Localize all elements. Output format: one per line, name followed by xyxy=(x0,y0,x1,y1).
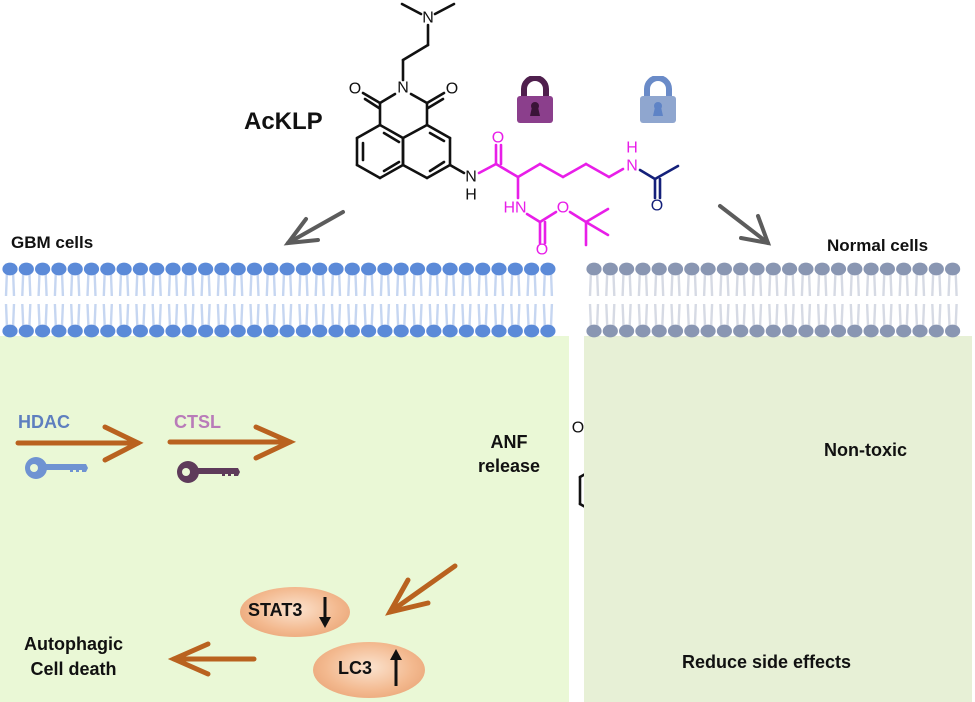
lipid xyxy=(684,263,699,338)
release-label: release xyxy=(478,454,540,478)
lipid xyxy=(798,263,813,338)
atom-label: H xyxy=(626,140,638,157)
lipid xyxy=(912,263,927,338)
autophagic-label: Autophagic xyxy=(24,632,123,657)
lipid xyxy=(929,263,944,338)
lipid xyxy=(701,263,716,338)
anf-release-label: ANF release xyxy=(478,430,540,478)
anf-label: ANF xyxy=(478,430,540,454)
ctsl-arrow xyxy=(170,427,290,458)
lipid xyxy=(668,263,683,338)
atom-label: N xyxy=(626,158,638,175)
arrow-to-normal-cells xyxy=(720,206,768,243)
lc3-label: LC3 xyxy=(338,658,372,679)
lipid xyxy=(815,263,830,338)
key-icon xyxy=(176,458,242,486)
lipid xyxy=(603,263,618,338)
normal-cell-membrane xyxy=(584,260,975,340)
lipid xyxy=(635,263,650,338)
arrow-to-cell-death xyxy=(174,644,254,674)
padlock-icon xyxy=(638,76,678,126)
lipid xyxy=(864,263,879,338)
lipid xyxy=(749,263,764,338)
non-toxic-label: Non-toxic xyxy=(824,440,907,461)
normal-cell-interior xyxy=(584,336,972,702)
lipid xyxy=(847,263,862,338)
up-arrow-icon xyxy=(389,648,403,688)
lipid xyxy=(766,263,781,338)
lipid xyxy=(733,263,748,338)
atom-label: O xyxy=(651,198,663,215)
lipid xyxy=(717,263,732,338)
lipid xyxy=(831,263,846,338)
lipid xyxy=(880,263,895,338)
lipid xyxy=(782,263,797,338)
outcome-label: Autophagic Cell death xyxy=(24,632,123,682)
key-icon xyxy=(24,454,90,482)
down-arrow-icon xyxy=(318,595,332,629)
lipid xyxy=(586,263,601,338)
lipid xyxy=(945,263,960,338)
atom-label: O xyxy=(572,420,584,437)
stat3-label: STAT3 xyxy=(248,600,302,621)
arrow-to-markers xyxy=(390,566,455,612)
cell-death-label: Cell death xyxy=(24,657,123,682)
reduce-side-effects-label: Reduce side effects xyxy=(682,652,851,673)
lipid xyxy=(652,263,667,338)
lipid xyxy=(619,263,634,338)
lipid xyxy=(896,263,911,338)
normal-cells-heading: Normal cells xyxy=(827,236,928,256)
